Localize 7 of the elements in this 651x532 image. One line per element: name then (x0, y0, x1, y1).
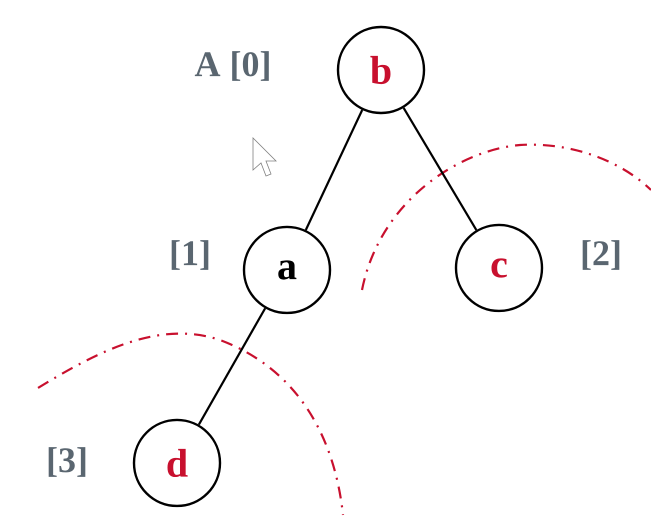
tree-edge (198, 308, 266, 426)
tree-edge (304, 110, 364, 230)
index-label: [1] (172, 240, 208, 270)
index-label: [2] (582, 240, 620, 270)
tree-edge (402, 107, 478, 231)
index-label: A [0] (194, 51, 269, 81)
index-label: [3] (48, 447, 86, 477)
